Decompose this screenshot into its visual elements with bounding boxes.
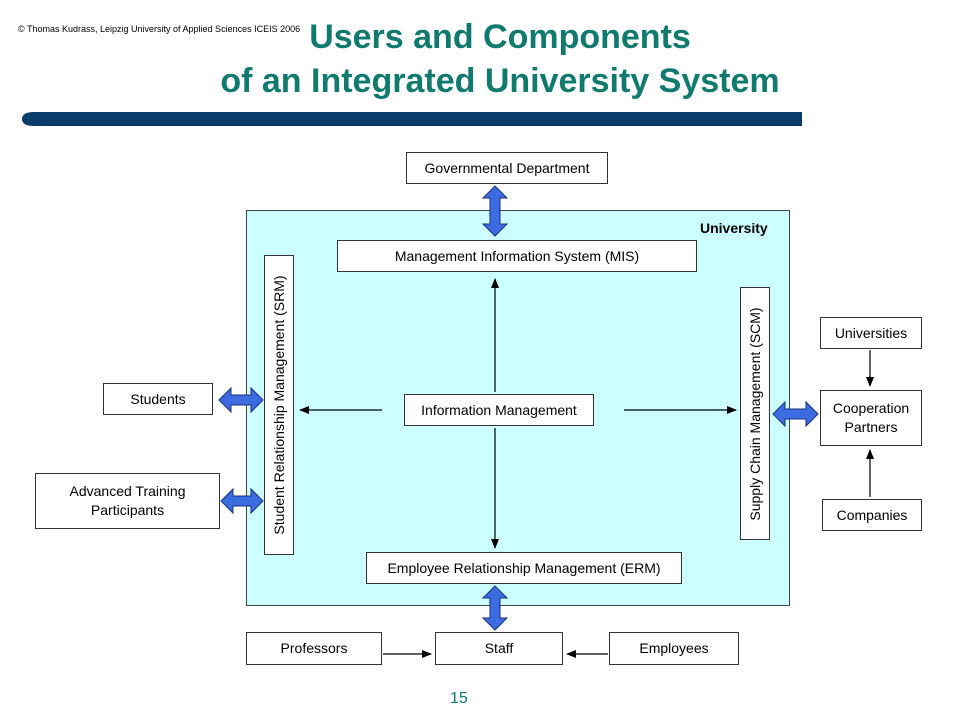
employees-box: Employees [609,632,739,665]
title-underline-bar [22,112,802,126]
cooperation-partners-label-line-2: Partners [844,419,898,435]
students-label: Students [130,390,186,407]
staff-label: Staff [484,640,514,657]
erm-label: Employee Relationship Management (ERM) [387,559,661,576]
companies-label: Companies [836,506,908,523]
copyright-notice: © Thomas Kudrass, Leipzig University of … [18,24,301,34]
professors-label: Professors [280,640,348,657]
professors-box: Professors [246,632,382,665]
cooperation-partners-box: Cooperation Partners [820,390,922,446]
advanced-training-label-line-2: Participants [90,502,165,518]
slide-title-line-2: of an Integrated University System [220,62,780,100]
governmental-department-box: Governmental Department [406,152,608,184]
scm-box: Supply Chain Management (SCM) [740,287,770,540]
information-management-label: Information Management [421,401,577,418]
staff-box: Staff [435,632,563,665]
slide-title-line-1: Users and Components [309,18,691,56]
universities-box: Universities [820,317,922,349]
advanced-training-label-line-1: Advanced Training [69,483,186,500]
scm-label: Supply Chain Management (SCM) [747,306,763,521]
erm-box: Employee Relationship Management (ERM) [366,552,682,584]
universities-label: Universities [834,324,908,341]
governmental-department-label: Governmental Department [424,159,590,176]
companies-box: Companies [822,499,922,531]
mis-box: Management Information System (MIS) [337,240,697,272]
employees-label: Employees [639,640,709,657]
srm-label: Student Relationship Management (SRM) [271,275,287,535]
advanced-training-participants-box: Advanced Training Participants [35,473,220,529]
page-number: 15 [450,690,468,707]
cooperation-partners-label-line-1: Cooperation [832,400,910,417]
information-management-box: Information Management [404,394,594,426]
university-label: University [700,220,768,236]
srm-box: Student Relationship Management (SRM) [264,255,294,555]
students-box: Students [103,383,213,415]
mis-label: Management Information System (MIS) [394,247,640,264]
